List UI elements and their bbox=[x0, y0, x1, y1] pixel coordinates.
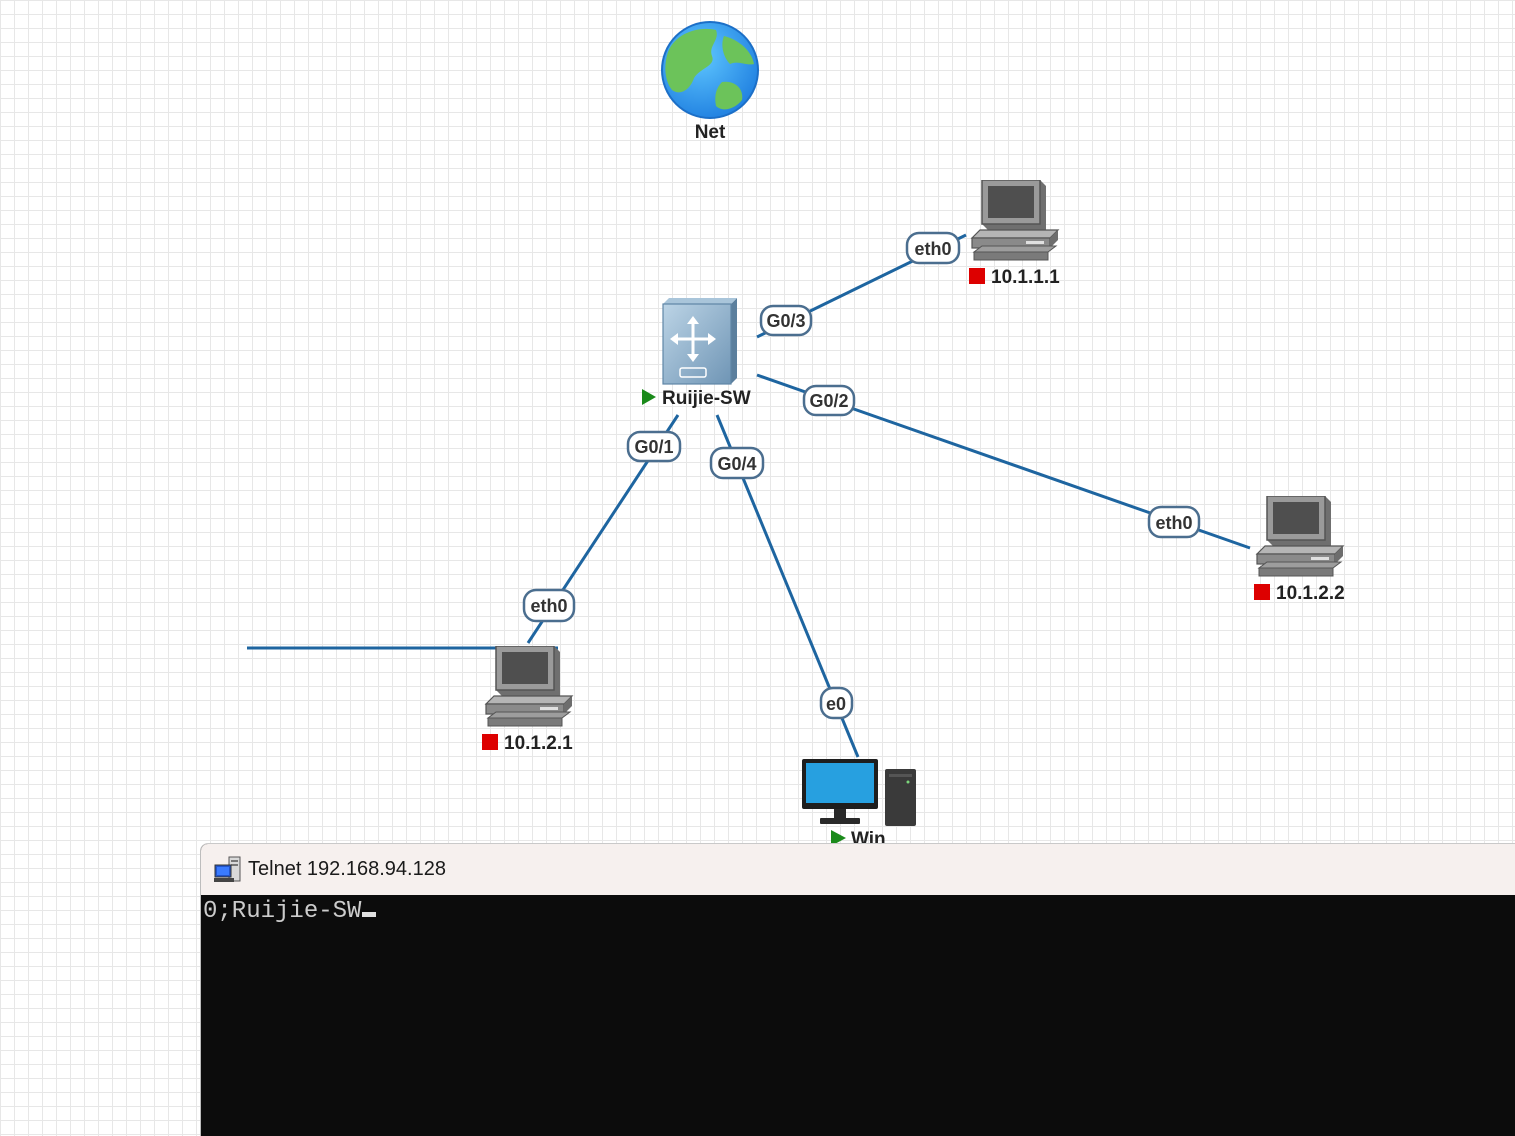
switch-status-icon bbox=[642, 389, 656, 405]
svg-text:G0/4: G0/4 bbox=[717, 454, 756, 474]
node-ruijie-sw[interactable]: Ruijie-SW bbox=[642, 298, 751, 409]
node-net[interactable]: Net bbox=[661, 21, 759, 143]
svg-text:G0/3: G0/3 bbox=[766, 311, 805, 331]
stopped-status-icon bbox=[482, 734, 498, 750]
win-status-icon bbox=[831, 830, 846, 846]
telnet-title: Telnet 192.168.94.128 bbox=[248, 858, 446, 880]
node-pc-10-1-2-2-label: 10.1.2.2 bbox=[1276, 583, 1345, 604]
node-pc-10-1-2-1-label: 10.1.2.1 bbox=[504, 733, 573, 754]
svg-text:e0: e0 bbox=[826, 694, 846, 714]
svg-text:eth0: eth0 bbox=[914, 239, 951, 259]
node-pc-10-1-1-1[interactable]: 10.1.1.1 bbox=[969, 180, 1060, 288]
globe-icon bbox=[661, 21, 759, 119]
desktop-computer-icon bbox=[802, 759, 916, 826]
port-label-sw-g01: G0/1 bbox=[626, 430, 682, 463]
svg-text:eth0: eth0 bbox=[1155, 513, 1192, 533]
links bbox=[247, 233, 1251, 758]
port-label-pc3-eth0: eth0 bbox=[522, 588, 576, 623]
cursor-icon bbox=[362, 912, 377, 917]
node-net-label: Net bbox=[695, 122, 726, 143]
port-label-win-e0: e0 bbox=[819, 686, 854, 720]
switch-icon bbox=[662, 298, 737, 385]
port-label-pc2-eth0: eth0 bbox=[1147, 505, 1201, 539]
pc-icon bbox=[971, 180, 1059, 261]
node-ruijie-sw-label: Ruijie-SW bbox=[662, 388, 751, 409]
pc-icon bbox=[485, 646, 573, 727]
svg-text:G0/1: G0/1 bbox=[634, 437, 673, 457]
telnet-console[interactable]: 0;Ruijie-SW bbox=[201, 895, 1515, 927]
stopped-status-icon bbox=[1254, 584, 1270, 600]
telnet-titlebar[interactable]: Telnet 192.168.94.128 bbox=[201, 844, 1515, 895]
svg-text:eth0: eth0 bbox=[530, 596, 567, 616]
pc-icon bbox=[1256, 496, 1344, 577]
port-label-sw-g02: G0/2 bbox=[802, 384, 856, 417]
node-pc-10-1-2-1[interactable]: 10.1.2.1 bbox=[482, 646, 573, 754]
telnet-window[interactable]: Telnet 192.168.94.128 0;Ruijie-SW bbox=[200, 843, 1515, 1136]
node-win[interactable]: Win bbox=[802, 759, 916, 850]
node-pc-10-1-2-2[interactable]: 10.1.2.2 bbox=[1254, 496, 1345, 604]
port-label-sw-g04: G0/4 bbox=[709, 446, 765, 480]
telnet-output: 0;Ruijie-SW bbox=[203, 898, 362, 925]
svg-text:G0/2: G0/2 bbox=[809, 391, 848, 411]
node-pc-10-1-1-1-label: 10.1.1.1 bbox=[991, 267, 1060, 288]
stopped-status-icon bbox=[969, 268, 985, 284]
port-label-pc1-eth0: eth0 bbox=[905, 231, 961, 265]
telnet-terminal-icon bbox=[214, 856, 241, 882]
port-label-sw-g03: G0/3 bbox=[759, 304, 813, 337]
